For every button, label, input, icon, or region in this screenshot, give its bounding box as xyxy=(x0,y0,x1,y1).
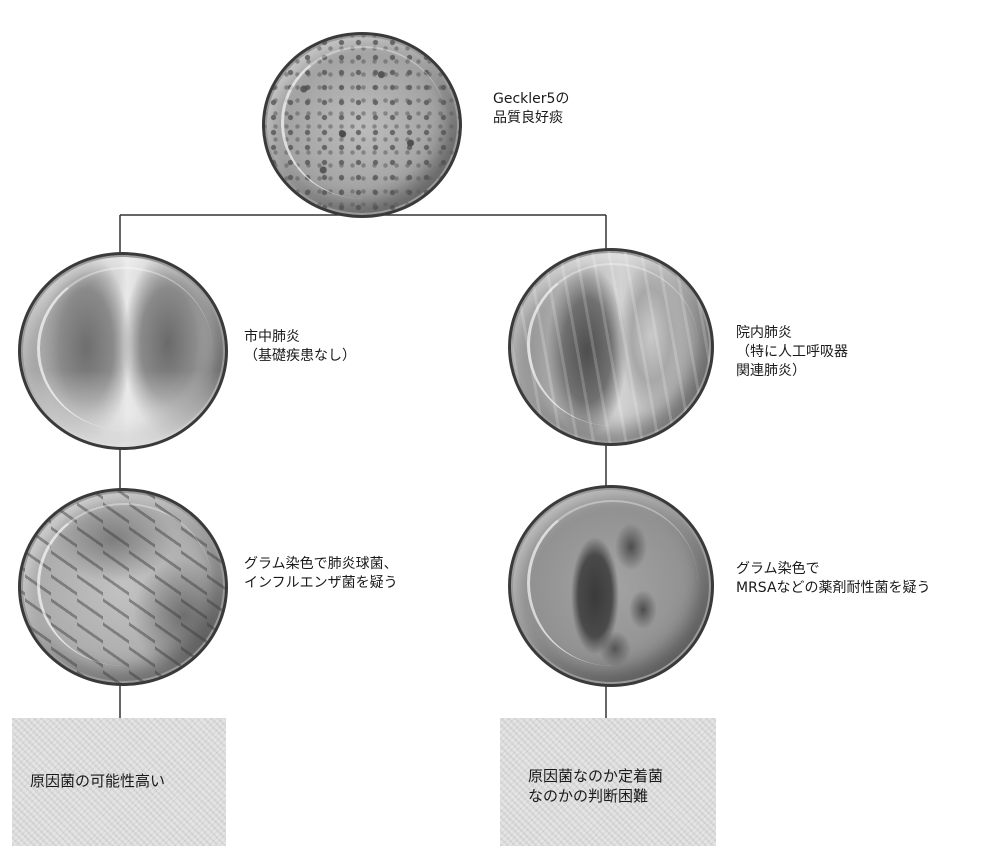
gram-stain-left-image xyxy=(18,488,228,686)
result-right-box: 原因菌なのか定着菌 なのかの判断困難 xyxy=(500,718,716,846)
sputum-quality-label: Geckler5の 品質良好痰 xyxy=(493,90,569,128)
community-pneumonia-label: 市中肺炎 （基礎疾患なし） xyxy=(244,328,356,366)
hospital-pneumonia-label: 院内肺炎 （特に人工呼吸器 関連肺炎） xyxy=(736,324,848,381)
gram-stain-right-label: グラム染色で MRSAなどの薬剤耐性菌を疑う xyxy=(736,560,931,598)
sputum-smear-image xyxy=(262,32,462,218)
hospital-pneumonia-xray-image xyxy=(508,248,714,446)
gram-stain-left-label: グラム染色で肺炎球菌、 インフルエンザ菌を疑う xyxy=(244,555,398,593)
result-right-text: 原因菌なのか定着菌 なのかの判断困難 xyxy=(528,766,663,806)
gram-stain-right-image xyxy=(508,485,714,687)
community-pneumonia-xray-image xyxy=(18,252,228,450)
result-left-box: 原因菌の可能性高い xyxy=(12,718,226,846)
result-left-text: 原因菌の可能性高い xyxy=(30,771,165,791)
